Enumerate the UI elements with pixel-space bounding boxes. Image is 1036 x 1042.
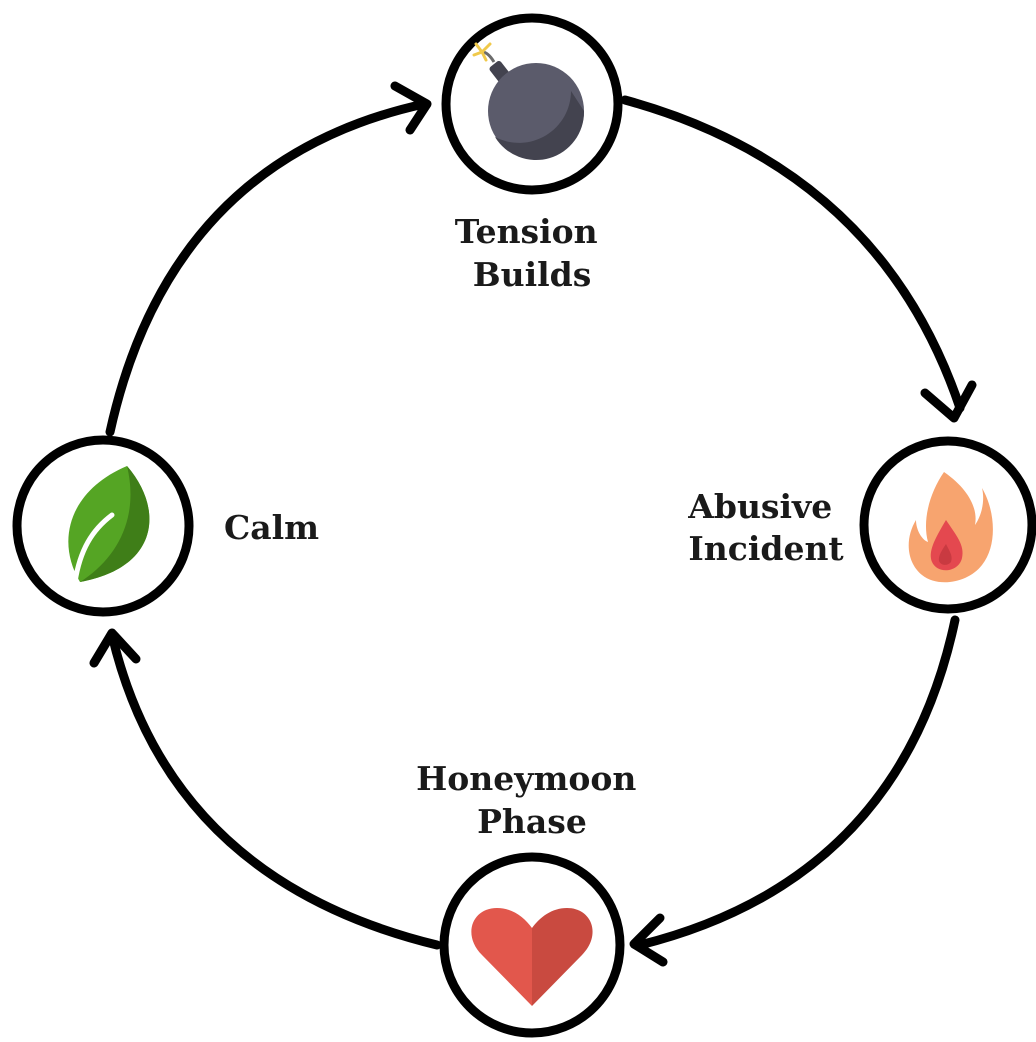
stage-calm: Calm [12, 435, 319, 617]
heart-icon [471, 908, 593, 1006]
arrowhead-to-calm [89, 628, 141, 668]
arc-honeymoon-to-calm [107, 630, 442, 950]
fire-icon [908, 472, 993, 583]
stage-label-line1: Tension [455, 212, 598, 251]
stage-label-line2: Incident [688, 529, 844, 568]
stage-label-line1: Honeymoon [416, 759, 636, 798]
arc-calm-to-tension [105, 99, 429, 437]
stage-label-line2: Builds [473, 255, 592, 294]
stage-abusive-incident: Abusive Incident [687, 436, 1036, 614]
svg-text:Calm: Calm [224, 508, 319, 547]
stage-honeymoon-phase: Honeymoon Phase [416, 759, 648, 1038]
bomb-icon [472, 42, 585, 161]
arrowhead-to-abusive [920, 380, 977, 423]
svg-text:Abusive Incident: Abusive Incident [687, 487, 844, 568]
stage-tension-builds: Tension Builds [441, 13, 623, 294]
stage-label-line1: Calm [224, 508, 319, 547]
arc-tension-to-abusive [620, 95, 965, 413]
arrowhead-to-honeymoon [629, 913, 668, 967]
arrowhead-to-tension [390, 81, 432, 135]
svg-text:Honeymoon Phase: Honeymoon Phase [416, 759, 648, 841]
stage-label-line1: Abusive [687, 487, 832, 526]
stage-label-line2: Phase [477, 802, 587, 841]
leaf-icon [68, 466, 150, 585]
svg-text:Tension Builds: Tension Builds [455, 212, 609, 294]
arc-abusive-to-honeymoon [635, 615, 960, 950]
